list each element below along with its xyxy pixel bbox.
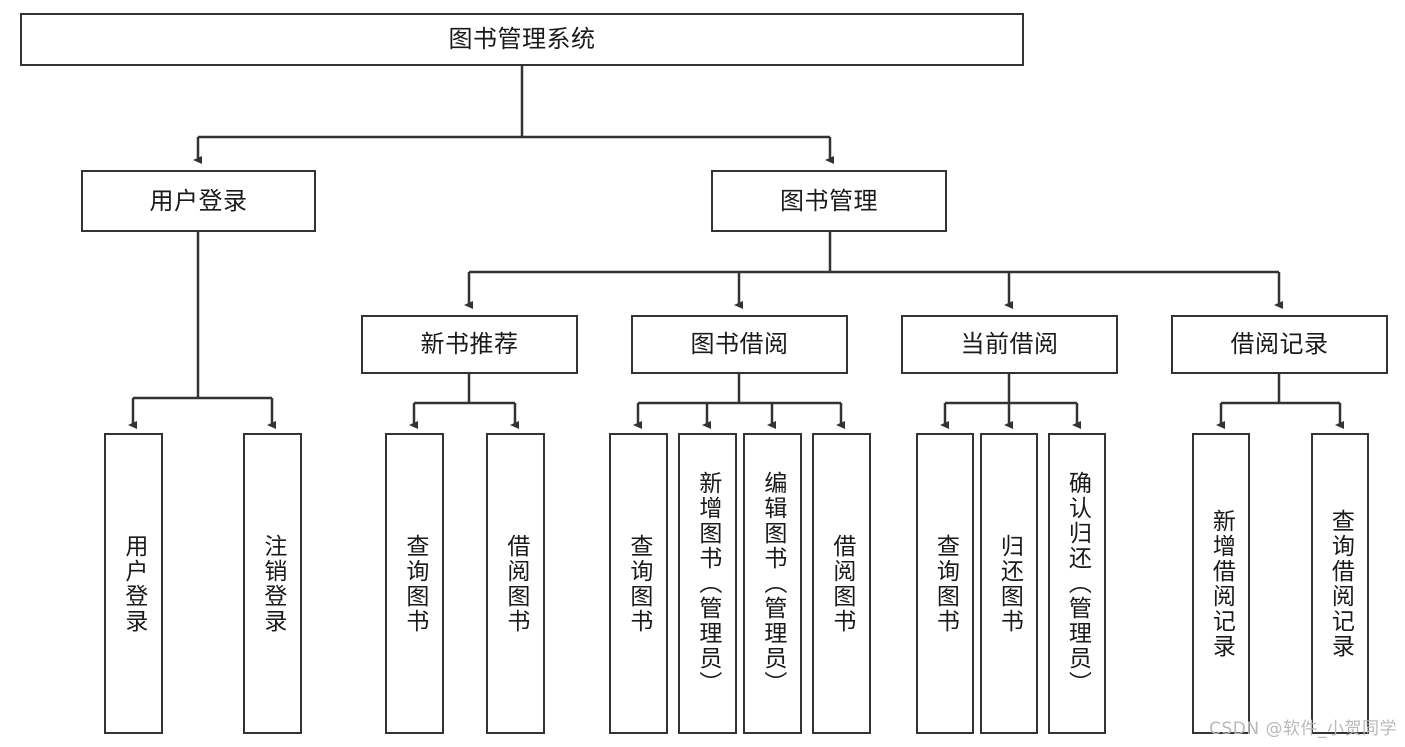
node-label: 新书推荐 bbox=[420, 330, 519, 359]
node-label: 借阅图书 bbox=[828, 533, 855, 634]
leaf-new-book-borrow-book[interactable]: 借阅图书 bbox=[486, 433, 545, 734]
node-label: 归还图书 bbox=[996, 533, 1023, 634]
leaf-book-borrow-edit-book-admin[interactable]: 编辑图书（管理员） bbox=[743, 433, 802, 734]
leaf-book-borrow-add-book-admin[interactable]: 新增图书（管理员） bbox=[678, 433, 737, 734]
node-label: 图书管理 bbox=[780, 186, 878, 215]
node-book-management[interactable]: 图书管理 bbox=[711, 170, 947, 232]
node-label: 新增借阅记录 bbox=[1208, 508, 1235, 659]
leaf-user-login-login[interactable]: 用户登录 bbox=[104, 433, 163, 734]
node-label: 用户登录 bbox=[120, 533, 147, 634]
node-label: 用户登录 bbox=[149, 186, 248, 215]
node-label: 图书借阅 bbox=[690, 330, 789, 359]
node-label: 借阅图书 bbox=[502, 533, 529, 634]
node-label: 确认归还（管理员） bbox=[1064, 471, 1091, 696]
leaf-current-borrow-confirm-return-admin[interactable]: 确认归还（管理员） bbox=[1048, 433, 1106, 734]
leaf-book-borrow-borrow-book[interactable]: 借阅图书 bbox=[812, 433, 871, 734]
node-root-book-management-system[interactable]: 图书管理系统 bbox=[20, 13, 1024, 66]
leaf-book-borrow-query-book[interactable]: 查询图书 bbox=[609, 433, 668, 734]
node-book-borrow[interactable]: 图书借阅 bbox=[631, 315, 848, 374]
node-label: 查询图书 bbox=[932, 533, 959, 634]
node-label: 查询图书 bbox=[401, 533, 428, 634]
node-label: 查询图书 bbox=[625, 533, 652, 634]
node-label: 当前借阅 bbox=[960, 330, 1059, 359]
leaf-user-login-logout[interactable]: 注销登录 bbox=[243, 433, 302, 734]
node-borrow-record[interactable]: 借阅记录 bbox=[1171, 315, 1388, 374]
node-current-borrow[interactable]: 当前借阅 bbox=[901, 315, 1118, 374]
leaf-current-borrow-return-book[interactable]: 归还图书 bbox=[980, 433, 1038, 734]
node-new-book-recommend[interactable]: 新书推荐 bbox=[361, 315, 578, 374]
leaf-borrow-record-query-record[interactable]: 查询借阅记录 bbox=[1311, 433, 1369, 734]
node-label: 编辑图书（管理员） bbox=[759, 471, 786, 696]
node-label: 图书管理系统 bbox=[448, 25, 596, 54]
node-label: 查询借阅记录 bbox=[1327, 508, 1354, 659]
node-label: 借阅记录 bbox=[1230, 330, 1329, 359]
leaf-new-book-query-book[interactable]: 查询图书 bbox=[385, 433, 444, 734]
leaf-borrow-record-add-record[interactable]: 新增借阅记录 bbox=[1192, 433, 1250, 734]
node-label: 新增图书（管理员） bbox=[694, 471, 721, 696]
leaf-current-borrow-query-book[interactable]: 查询图书 bbox=[916, 433, 974, 734]
node-user-login[interactable]: 用户登录 bbox=[81, 170, 316, 232]
node-label: 注销登录 bbox=[259, 533, 286, 634]
